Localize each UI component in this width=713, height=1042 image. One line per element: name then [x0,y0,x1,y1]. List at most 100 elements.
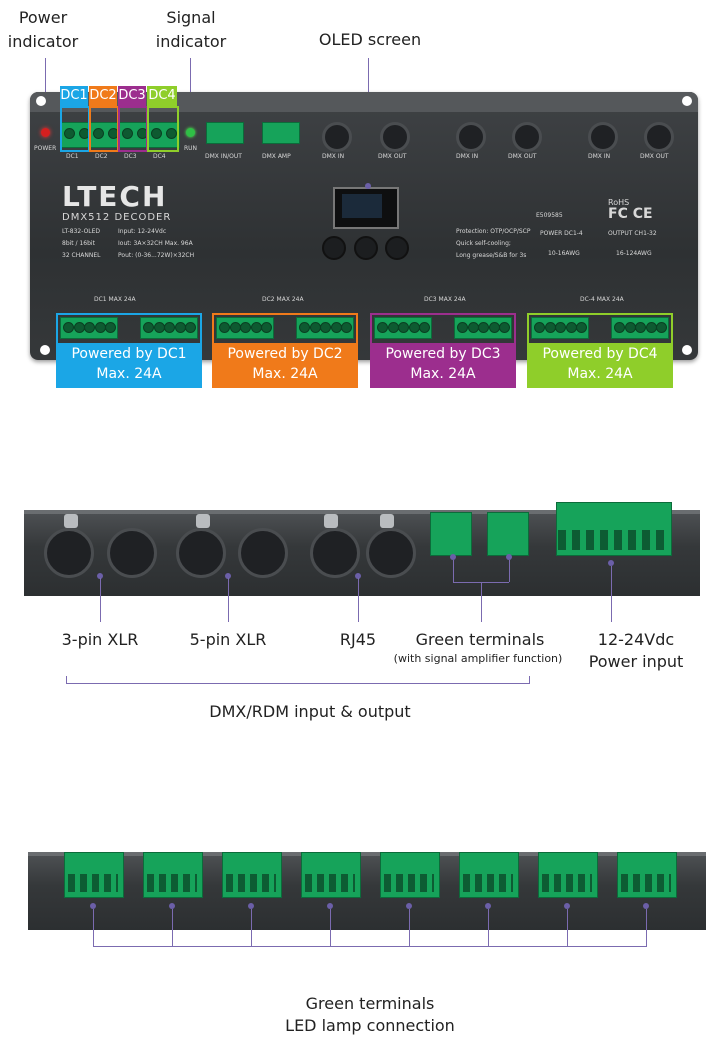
dc-terminal-screw [64,128,75,139]
xlr5-out-connector [238,528,288,578]
output-terminal-screw [341,322,352,333]
output-terminal-screw [261,322,272,333]
dc-terminal-screw [93,128,104,139]
iout-spec: Iout: 3A×32CH Max. 96A [118,240,193,247]
dc1-group-outline [56,313,202,345]
rj45-latch-2 [380,514,394,528]
signal-terminal-1 [430,512,472,556]
dc4-tag: DC4 [147,86,177,106]
led-terminal-lead [409,909,410,947]
dc1-outline [60,106,90,152]
led-terminal-lead [488,909,489,947]
oled-screen-callout: OLED screen [318,30,422,49]
group-bracket-h [66,683,530,684]
output-terminal-screw [105,322,116,333]
led-terminal-dot [169,903,175,909]
grease-spec: Long grease/S&B for 3s [456,252,527,259]
dmx-out-label-2: DMX OUT [508,153,537,160]
power-indicator-line2: indicator [7,32,79,51]
group-bracket-r [529,676,530,684]
oled-lead-dot [365,183,371,189]
led-output-terminal-slots [147,874,197,892]
model-name: DMX512 DECODER [62,212,172,223]
signal-terminal-2 [487,512,529,556]
top-dmx-out-3 [644,122,674,152]
dmx-in-label-2: DMX IN [456,153,479,160]
rj45-lead [358,578,359,622]
rj45-in-connector [310,528,360,578]
pout-spec: Pout: (0-36...72W)×32CH [118,252,195,259]
dc-terminal-screw [151,128,162,139]
green-terminals-sub-label: (with signal amplifier function) [393,652,563,665]
terminal-lead-down [481,582,482,622]
xlr5-dot [225,573,231,579]
protection-spec: Protection: OTP/OCP/SCP [456,228,531,235]
bottom-label-2: LED lamp connection [285,1016,455,1035]
button-2[interactable] [354,236,378,260]
xlr3-in-connector [44,528,94,578]
button-1[interactable] [322,236,346,260]
top-dmx-in-3 [588,122,618,152]
power-indicator-line1: Power [18,8,68,27]
led-terminal-dot [564,903,570,909]
led-output-terminal-slots [384,874,434,892]
powered-by-dc2-line1: Powered by DC2 [227,346,343,362]
powered-by-dc1: Powered by DC1 Max. 24A [56,344,202,388]
led-output-terminal-slots [621,874,671,892]
decoder-output-side-view [28,852,706,930]
led-terminal-dot [327,903,333,909]
dmx-out-label-3: DMX OUT [640,153,669,160]
button-3[interactable] [385,236,409,260]
oled-display-area [342,194,382,218]
top-dmx-in-1 [322,122,352,152]
powered-by-dc1-line2: Max. 24A [96,366,162,382]
powered-by-dc3: Powered by DC3 Max. 24A [370,344,516,388]
mount-hole-br [682,345,692,355]
dc4-group-outline [527,313,673,345]
dmx-amp-label: DMX AMP [262,153,291,160]
xlr5-in-connector [176,528,226,578]
top-dmx-out-2 [512,122,542,152]
dc4-outline [147,106,179,152]
powered-by-dc4-line2: Max. 24A [567,366,633,382]
led-output-terminal-slots [68,874,118,892]
power-indicator-callout: Power indicator [0,6,86,54]
output-terminal-screw [576,322,587,333]
dc1-small-label: DC1 [66,153,79,160]
xlr3-dot [97,573,103,579]
rj45-latch-1 [324,514,338,528]
powered-by-dc3-line1: Powered by DC3 [385,346,501,362]
powered-by-dc3-line2: Max. 24A [410,366,476,382]
dc2-tag: DC2 [89,86,117,106]
dc2-small-label: DC2 [95,153,108,160]
power-dot [608,560,614,566]
dc-terminal-screw [165,128,177,139]
dmx-inout-label: DMX IN/OUT [205,153,242,160]
dmx-amp-terminal [262,122,300,144]
cert-number: E509585 [536,212,563,219]
dc3-max-label: DC3 MAX 24A [424,296,466,303]
decoder-top-rail [30,92,698,112]
rj45-label: RJ45 [339,630,377,649]
awg-power: 10-16AWG [548,250,580,257]
dmx-out-label-1: DMX OUT [378,153,407,160]
dc1-max-label: DC1 MAX 24A [94,296,136,303]
power-input-label-2: Power input [588,652,684,671]
led-terminal-lead [330,909,331,947]
led-terminal-dot [406,903,412,909]
rj45-out-connector [366,528,416,578]
dc-terminal-screw [122,128,133,139]
dc3-outline [118,106,148,152]
group-bracket-l [66,676,67,684]
led-terminal-lead [567,909,568,947]
part-number: LT-832-OLED [62,228,101,235]
output-terminal-screw [419,322,430,333]
xlr5-latch [196,514,210,528]
terminal-dot-2 [506,554,512,560]
group-label: DMX/RDM input & output [209,702,411,721]
signal-indicator-line1: Signal [166,8,216,27]
powered-by-dc1-line1: Powered by DC1 [71,346,187,362]
xlr3-latch [64,514,78,528]
dc3-small-label: DC3 [124,153,137,160]
led-output-terminal-slots [463,874,513,892]
